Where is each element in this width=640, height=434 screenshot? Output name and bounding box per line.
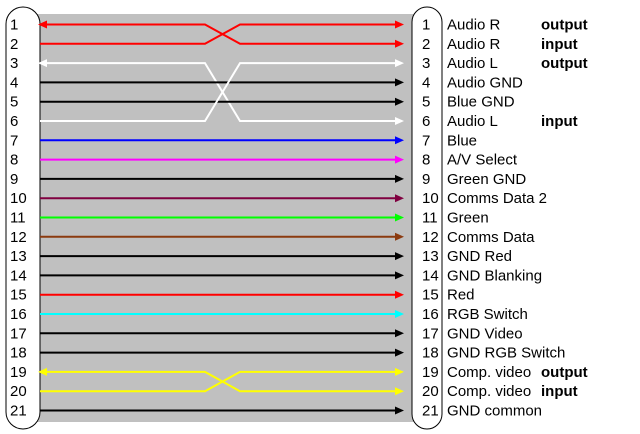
left-pin-number: 16 [10, 306, 27, 323]
arrowhead-right-21 [395, 406, 404, 415]
signal-label: Audio GND [447, 74, 523, 91]
left-pin-number: 12 [10, 229, 27, 246]
arrowhead-right-4 [395, 78, 404, 87]
signal-label: Audio R [447, 17, 501, 34]
right-pin-number: 8 [422, 152, 430, 169]
arrowhead-left-3 [38, 59, 47, 68]
signal-label: Audio R [447, 36, 501, 53]
signal-label: Audio L [447, 55, 498, 72]
signal-label: Green GND [447, 171, 526, 188]
left-pin-number: 3 [10, 55, 18, 72]
signal-label: Comms Data [447, 229, 535, 246]
right-pin-number: 17 [422, 325, 439, 342]
signal-label: GND Red [447, 248, 512, 265]
left-pin-number: 19 [10, 364, 27, 381]
signal-label: GND Blanking [447, 267, 542, 284]
arrowhead-right-18 [395, 348, 404, 357]
signal-direction-note: output [541, 364, 588, 381]
signal-direction-note: input [541, 36, 578, 53]
right-pin-number: 6 [422, 113, 430, 130]
left-pin-number: 21 [10, 403, 27, 420]
arrowhead-right-5 [395, 97, 404, 106]
left-pin-number: 17 [10, 325, 27, 342]
signal-label: Comp. video [447, 364, 531, 381]
right-pin-number: 7 [422, 132, 430, 149]
right-pin-number: 11 [422, 210, 438, 227]
right-pin-number: 12 [422, 229, 439, 246]
signal-label: Comms Data 2 [447, 190, 547, 207]
right-pin-number: 15 [422, 287, 439, 304]
signal-label: Blue GND [447, 94, 515, 111]
wire-pin-6 [40, 62, 400, 122]
signal-label: Red [447, 287, 475, 304]
arrowhead-right-8 [395, 155, 404, 164]
left-pin-number: 9 [10, 171, 18, 188]
arrowhead-right-1 [395, 39, 404, 48]
left-pin-number: 2 [10, 36, 18, 53]
arrowhead-right-14 [395, 271, 404, 280]
right-pin-number: 18 [422, 345, 439, 362]
arrowhead-left-1 [38, 20, 47, 29]
signal-label: A/V Select [447, 152, 518, 169]
signal-label: GND common [447, 403, 542, 420]
arrowhead-right-9 [395, 174, 404, 183]
left-pin-number: 13 [10, 248, 27, 265]
arrowhead-right-17 [395, 329, 404, 338]
right-pin-number: 14 [422, 267, 439, 284]
left-pin-number: 6 [10, 113, 18, 130]
arrowhead-right-15 [395, 290, 404, 299]
arrowhead-right-13 [395, 252, 404, 261]
left-pin-number: 11 [10, 210, 26, 227]
signal-direction-note: output [541, 17, 588, 34]
right-pin-number: 20 [422, 383, 439, 400]
arrowhead-right-20 [395, 367, 404, 376]
right-pin-number: 2 [422, 36, 430, 53]
arrowhead-right-2 [395, 20, 404, 29]
right-pin-number: 1 [422, 17, 430, 34]
signal-direction-note: output [541, 55, 588, 72]
arrowhead-right-16 [395, 310, 404, 318]
signal-label: Audio L [447, 113, 498, 130]
left-pin-number: 5 [10, 94, 18, 111]
arrowhead-right-3 [395, 117, 404, 125]
left-pin-number: 4 [10, 74, 18, 91]
signal-label: Blue [447, 132, 477, 149]
right-pin-number: 3 [422, 55, 430, 72]
signal-direction-note: input [541, 383, 578, 400]
signal-label: RGB Switch [447, 306, 528, 323]
right-pin-number: 10 [422, 190, 439, 207]
left-pin-number: 8 [10, 152, 18, 169]
left-pin-number: 15 [10, 287, 27, 304]
signal-label: GND RGB Switch [447, 345, 565, 362]
signal-label: Comp. video [447, 383, 531, 400]
right-pin-number: 9 [422, 171, 430, 188]
signal-label: Green [447, 210, 489, 227]
left-pin-number: 10 [10, 190, 27, 207]
signal-label: GND Video [447, 325, 523, 342]
arrowhead-left-19 [38, 367, 47, 376]
arrowhead-right-19 [395, 387, 404, 396]
arrowhead-right-10 [395, 194, 404, 203]
right-pin-number: 16 [422, 306, 439, 323]
left-pin-number: 20 [10, 383, 27, 400]
wire-pin-2 [40, 23, 400, 45]
left-pin-number: 1 [10, 17, 18, 34]
right-pin-number: 5 [422, 94, 430, 111]
arrowhead-right-12 [395, 232, 404, 241]
arrowhead-right-7 [395, 136, 404, 145]
wire-pin-20 [40, 370, 400, 393]
signal-direction-note: input [541, 113, 578, 130]
right-connector [411, 6, 443, 430]
arrowhead-right-11 [395, 213, 404, 222]
left-pin-number: 18 [10, 345, 27, 362]
left-pin-number: 7 [10, 132, 18, 149]
right-pin-number: 13 [422, 248, 439, 265]
right-pin-number: 19 [422, 364, 439, 381]
arrowhead-right-6 [395, 59, 404, 68]
right-pin-number: 21 [422, 403, 439, 420]
right-pin-number: 4 [422, 74, 430, 91]
left-pin-number: 14 [10, 267, 27, 284]
